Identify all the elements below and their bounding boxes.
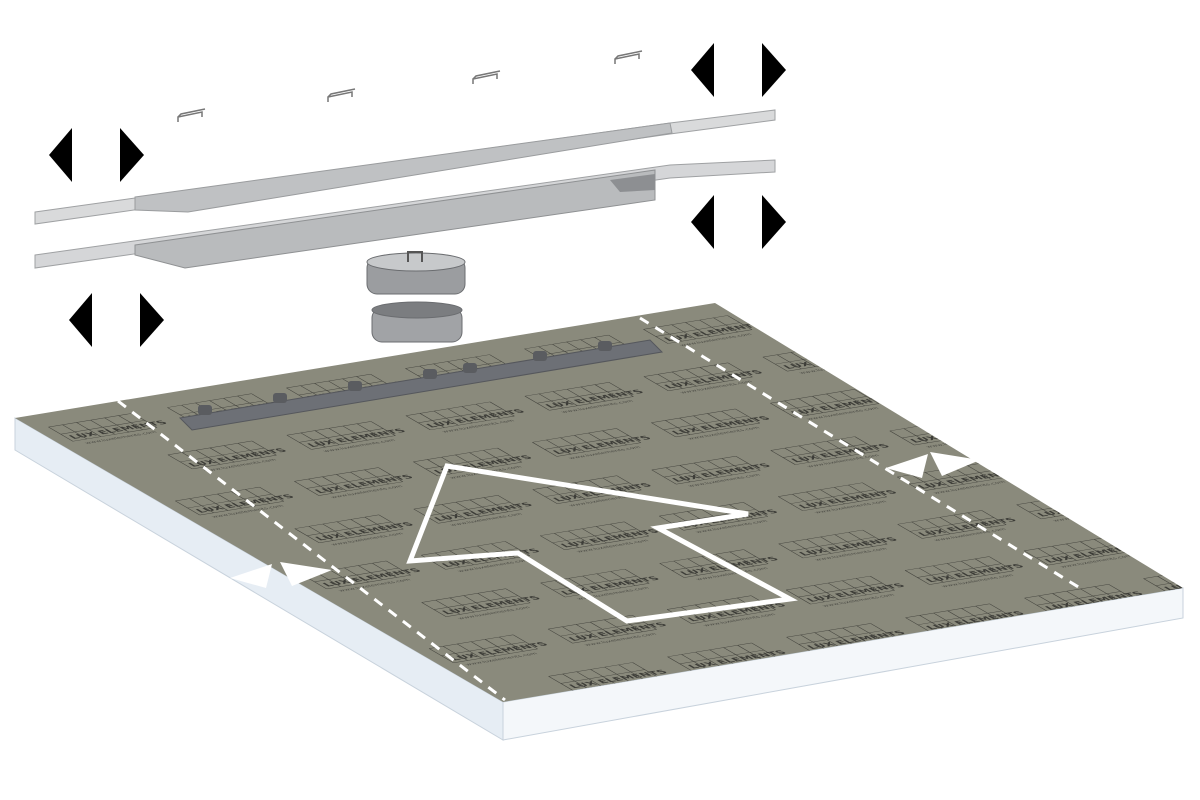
arrow-right-icon: [140, 293, 164, 347]
arrow-left-icon: [691, 195, 714, 249]
cut-line-left: [117, 399, 506, 702]
arrow-left-icon: [691, 43, 714, 97]
drain-channel-profile: [34, 159, 776, 269]
drain-trap-body: [371, 301, 463, 343]
channel-fixings: [198, 341, 612, 415]
clip: [177, 108, 206, 122]
clip: [614, 50, 643, 64]
clip: [327, 88, 356, 102]
arrow-right-icon: [120, 128, 144, 182]
arrow-left-icon: [49, 128, 72, 182]
drain-trap-insert: [366, 251, 466, 295]
arrow-left-icon: [69, 293, 92, 347]
mounting-clips: [177, 50, 643, 122]
channel-fixing: [423, 369, 437, 379]
clip: [472, 70, 501, 84]
channel-fixing: [273, 393, 287, 403]
channel-fixing: [598, 341, 612, 351]
arrow-right-icon: [762, 43, 786, 97]
cut-line-right: [639, 316, 1081, 590]
board-logo: LUX ELEMENTSwww.luxelements.com: [294, 514, 417, 547]
cover-profile: [34, 109, 776, 225]
arrow-right-icon: [762, 195, 786, 249]
board-adjust-marker-left: [230, 562, 332, 588]
channel-fixing: [198, 405, 212, 415]
board-logo: LUX ELEMENTSwww.luxelements.com: [413, 495, 536, 527]
channel-fixing: [463, 363, 477, 373]
length-adjust-arrows: [49, 43, 786, 347]
slope-direction-arrow: [406, 463, 798, 624]
channel-fixing: [348, 381, 362, 391]
channel-fixing: [533, 351, 547, 361]
drain-channel-recess: [178, 339, 664, 431]
board-adjust-marker-right: [886, 452, 980, 478]
